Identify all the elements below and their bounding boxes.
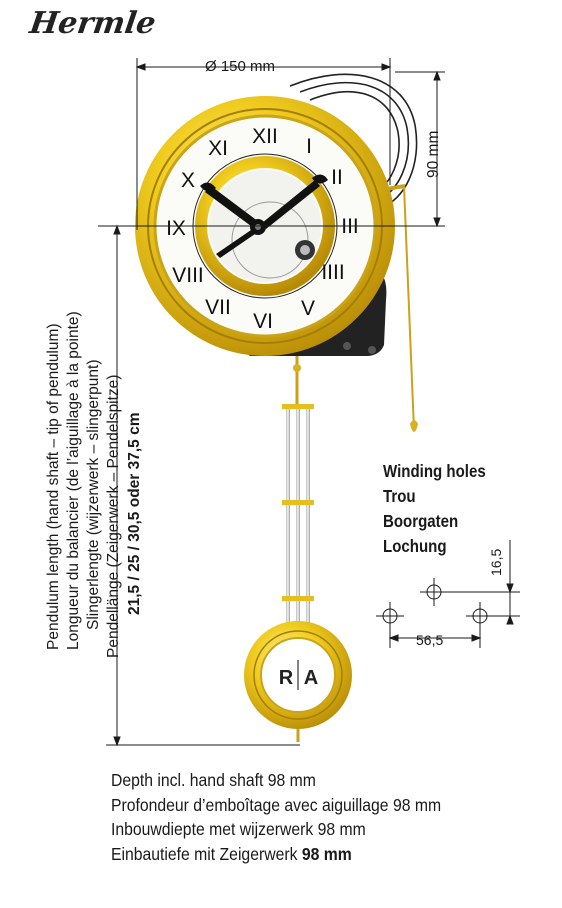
pendulum-length-fr: Longueur du balancier (de l’aiguillage à… (65, 311, 82, 650)
pendulum-bob: R A (244, 621, 352, 742)
clock-hands (200, 174, 328, 258)
bob-letter-a: A (304, 667, 318, 689)
numeral-x: X (181, 169, 195, 192)
numeral-viii: VIII (172, 264, 204, 287)
numeral-xi: XI (208, 137, 228, 160)
numeral-iiii: IIII (321, 261, 344, 284)
winding-title-de: Lochung (383, 536, 447, 556)
winding-title-nl: Boorgaten (383, 511, 459, 531)
depth-fr: Profondeur d’emboîtage avec aiguillage 9… (111, 794, 442, 815)
numeral-ii: II (331, 166, 343, 189)
winding-vertical-dim: 16,5 (488, 548, 504, 576)
winding-title-fr: Trou (383, 486, 416, 506)
depth-en: Depth incl. hand shaft 98 mm (111, 770, 316, 790)
numeral-xii: XII (252, 125, 278, 148)
winding-holes-diagram (376, 540, 520, 648)
numeral-v: V (301, 297, 315, 320)
numeral-i: I (306, 135, 312, 158)
bob-letter-r: R (279, 667, 294, 689)
pendulum-length-values: 21,5 / 25 / 30,5 oder 37,5 cm (126, 412, 143, 616)
pendulum-length-en: Pendulum length (hand shaft – tip of pen… (45, 323, 62, 650)
pendulum-rods (282, 404, 314, 635)
pendulum-length-nl: Slingerlengte (wijzerwerk – slingerpunt) (85, 359, 102, 630)
dimension-lines (98, 58, 445, 747)
diameter-label: Ø 150 mm (205, 58, 276, 75)
depth-de-text: Einbautiefe mit Zeigerwerk (111, 843, 298, 864)
depth-de: Einbautiefe mit Zeigerwerk 98 mm (111, 842, 441, 867)
winding-title-en: Winding holes (383, 461, 486, 481)
pendulum-length-de: Pendellänge (Zeigerwerk – Pendelspitze) (105, 374, 122, 658)
offset-label: 90 mm (425, 130, 442, 178)
depth-info: Depth incl. hand shaft 98 mm Profondeur … (111, 768, 441, 866)
numeral-vii: VII (205, 296, 231, 319)
numeral-vi: VI (253, 310, 273, 333)
numeral-ix: IX (166, 217, 186, 240)
depth-nl: Inbouwdiepte met wijzerwerk 98 mm (111, 819, 366, 839)
winding-horizontal-dim: 56,5 (416, 632, 444, 648)
winding-holes-titles: Winding holes Trou Boorgaten Lochung (383, 459, 486, 559)
depth-de-value: 98 mm (301, 843, 352, 864)
